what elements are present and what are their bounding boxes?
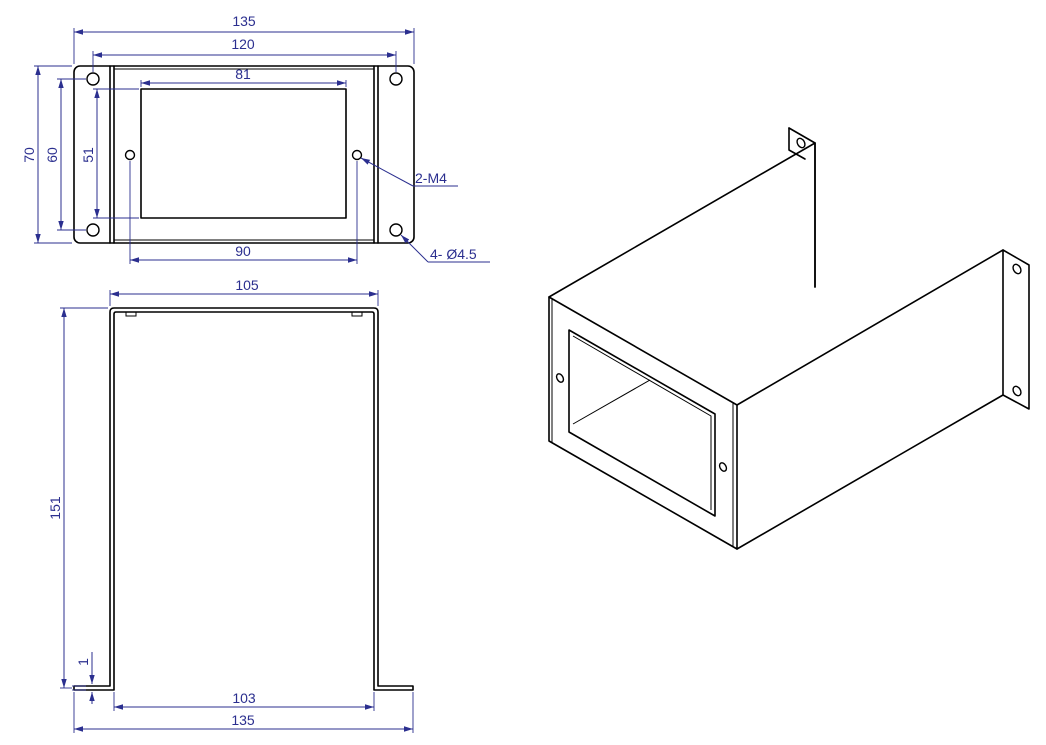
dim-window-width: 81 <box>140 66 347 87</box>
dim-window-height: 51 <box>80 88 139 219</box>
iso-display-window <box>568 329 716 517</box>
iso-back-flange-hole <box>796 137 806 149</box>
mounting-hole-bottom-left <box>86 223 100 237</box>
dim-hole-spacing-height: 60 <box>44 78 86 231</box>
tab-left <box>125 311 137 317</box>
callout-text-2-m4: 2-M4 <box>415 170 447 186</box>
dim-hole-spacing-width: 120 <box>92 36 397 72</box>
front-plate-outline <box>73 65 415 244</box>
dim-text-60: 60 <box>44 147 60 163</box>
iso-right-flange <box>1002 249 1030 410</box>
iso-window-interior-line <box>572 379 651 425</box>
iso-right-bottom-edge <box>736 394 1004 550</box>
dim-text-103: 103 <box>232 690 256 706</box>
dim-text-135: 135 <box>232 13 256 29</box>
dim-overall-height: 70 <box>21 65 72 244</box>
isometric-view <box>548 127 1030 550</box>
dim-text-81: 81 <box>235 66 251 82</box>
callout-threaded-holes: 2-M4 <box>360 157 458 187</box>
mounting-hole-top-right <box>389 72 403 86</box>
callout-text-4-dia-4-5: 4- Ø4.5 <box>430 246 477 262</box>
threaded-hole-right <box>351 149 363 161</box>
callout-mounting-holes: 4- Ø4.5 <box>400 234 490 263</box>
dim-overall-width-bottom: 135 <box>73 692 414 733</box>
dim-text-105: 105 <box>235 277 259 293</box>
iso-right-top-edge <box>736 249 1004 406</box>
iso-right-flange-hole-top <box>1012 263 1022 275</box>
dim-overall-width: 135 <box>73 13 415 64</box>
dim-inner-width: 103 <box>113 690 375 711</box>
dim-top-width: 105 <box>109 277 379 306</box>
side-view: 105 151 1 103 135 <box>47 277 414 733</box>
iso-top-back-edge <box>548 142 816 298</box>
bracket-profile <box>73 307 414 691</box>
display-window <box>140 88 347 219</box>
dim-text-90: 90 <box>235 243 251 259</box>
dim-text-1: 1 <box>75 658 91 666</box>
mounting-hole-top-left <box>86 72 100 86</box>
threaded-hole-left <box>124 149 136 161</box>
dim-text-51: 51 <box>80 147 96 163</box>
mounting-hole-bottom-right <box>389 223 403 237</box>
iso-window-inner-edge <box>572 335 712 510</box>
dim-text-120: 120 <box>231 36 255 52</box>
iso-right-flange-hole-bottom <box>1012 385 1022 397</box>
dim-thickness: 1 <box>72 652 95 704</box>
dim-height: 151 <box>47 307 108 689</box>
front-view: 135 120 81 70 60 <box>21 13 490 264</box>
iso-front-hole-right <box>718 462 728 472</box>
tab-right <box>351 311 363 317</box>
dim-thread-hole-spacing: 90 <box>129 161 358 264</box>
iso-front-hole-left <box>555 373 565 383</box>
iso-back-flange <box>788 127 816 288</box>
dim-text-135-bottom: 135 <box>231 712 255 728</box>
dim-text-151: 151 <box>47 496 63 520</box>
dim-text-70: 70 <box>21 147 37 163</box>
iso-back-flange-edge <box>788 127 806 160</box>
